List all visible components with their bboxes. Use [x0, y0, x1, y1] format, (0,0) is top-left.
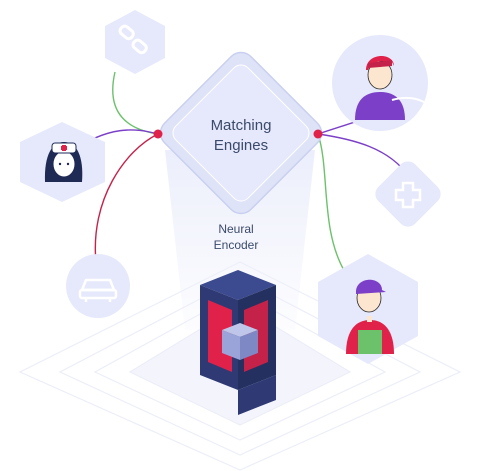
- nurse-avatar-icon: [44, 142, 83, 182]
- car-icon: [78, 278, 118, 302]
- connector-medical: [317, 133, 403, 169]
- link-node: [105, 10, 165, 74]
- connector-car: [94, 133, 159, 263]
- hub-right-port: [313, 129, 323, 139]
- worker-node: [318, 254, 418, 364]
- nurse-node: [20, 122, 105, 202]
- hub-label-line2: Engines: [214, 137, 268, 154]
- medical-cross-icon: [394, 181, 422, 209]
- chain-link-icon: [118, 24, 148, 55]
- driver-avatar-icon: [355, 55, 425, 120]
- worker-avatar-icon: [346, 279, 394, 354]
- driver-node: [332, 35, 428, 131]
- logo-cube: [200, 270, 276, 415]
- connector-worker: [317, 133, 346, 273]
- hub-left-port: [153, 129, 163, 139]
- car-node: [66, 254, 130, 318]
- matching-engines-hub: Matching Engines: [159, 51, 323, 215]
- encoder-label-line1: Neural: [218, 222, 253, 236]
- hub-label-line1: Matching: [211, 117, 272, 134]
- connector-link: [112, 71, 159, 135]
- encoder-label-line2: Encoder: [214, 238, 259, 252]
- medical-node: [375, 161, 441, 227]
